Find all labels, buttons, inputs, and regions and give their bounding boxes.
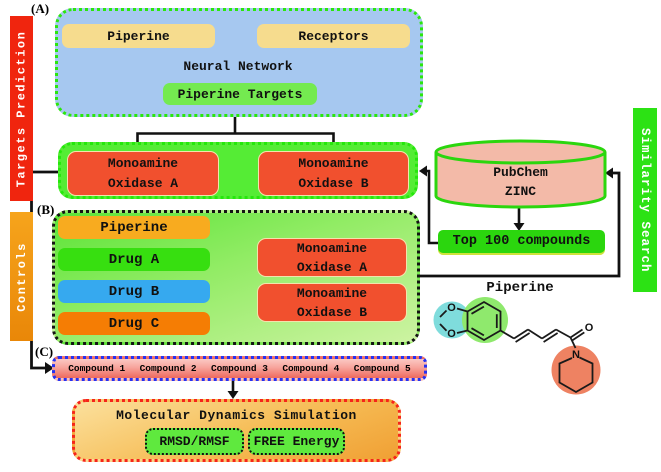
top100-to-maob-connector <box>419 165 438 245</box>
mao-b-node: Monoamine Oxidase B <box>258 151 409 196</box>
targets-prediction-label: Targets Prediction <box>14 30 29 187</box>
sidebar-targets-prediction: Targets Prediction <box>10 16 33 201</box>
zinc-label: ZINC <box>504 184 537 199</box>
receptors-node-label: Receptors <box>298 28 369 44</box>
oxygen-atom-label: O <box>447 328 456 340</box>
piperine-node: Piperine <box>62 24 215 48</box>
piperine-structure-title: Piperine <box>486 280 554 296</box>
b-piperine-node: Piperine <box>58 216 210 239</box>
compound-item: Compound 3 <box>210 363 268 374</box>
oxygen-atom-label: O <box>447 302 456 314</box>
arrow-down-icon <box>227 391 239 399</box>
md-simulation-panel <box>72 399 401 462</box>
arrow-down-icon <box>513 223 525 231</box>
b-drug-b-node: Drug B <box>58 280 210 303</box>
pubchem-label: PubChem <box>493 165 548 180</box>
free-energy-node: FREE Energy <box>248 428 345 455</box>
b-mao-b-node: Monoamine Oxidase B <box>257 283 407 322</box>
section-c-label: (C) <box>35 344 54 359</box>
compound-item: Compound 5 <box>353 363 411 374</box>
nitrogen-atom-label: N <box>572 349 580 361</box>
controls-label: Controls <box>14 241 29 312</box>
rmsd-node: RMSD/RMSF <box>145 428 244 455</box>
b-drug-a-node: Drug A <box>58 248 210 271</box>
neural-network-label: Neural Network <box>183 58 293 74</box>
piperine-targets-label: Piperine Targets <box>177 86 303 102</box>
dioxole-highlight <box>433 301 471 339</box>
sidebar-similarity-search: Similarity Search <box>633 108 657 292</box>
compound-item: Compound 2 <box>139 363 197 374</box>
arrow-right-icon <box>45 362 54 374</box>
piperine-targets-node: Piperine Targets <box>163 83 317 105</box>
sidebar-controls: Controls <box>10 212 33 341</box>
compounds-to-md-connector <box>227 381 239 399</box>
piperidine-highlight <box>551 345 601 395</box>
database-to-top100-connector <box>513 207 525 231</box>
compound-item: Compound 1 <box>68 363 126 374</box>
similarity-search-label: Similarity Search <box>638 127 652 273</box>
section-b-label: (B) <box>37 202 55 217</box>
arrow-left-icon <box>419 165 427 177</box>
database-cylinder-icon <box>434 139 607 209</box>
database-label: PubChem ZINC <box>436 163 605 201</box>
b-drug-c-node: Drug C <box>58 312 210 335</box>
arrow-left-icon <box>605 167 613 179</box>
receptors-node: Receptors <box>257 24 410 48</box>
compound-item: Compound 4 <box>282 363 340 374</box>
section-c-bar: Compound 1 Compound 2 Compound 3 Compoun… <box>52 356 427 381</box>
oxygen-atom-label: O <box>585 322 594 334</box>
b-mao-a-node: Monoamine Oxidase A <box>257 238 407 277</box>
mao-a-node: Monoamine Oxidase A <box>67 151 219 196</box>
piperine-node-label: Piperine <box>107 28 170 44</box>
molecule-structure: O O O N <box>433 297 601 395</box>
section-a-label: (A) <box>31 1 50 16</box>
top100-node: Top 100 compounds <box>438 230 605 253</box>
controls-to-database-connector <box>419 167 621 278</box>
md-simulation-title: Molecular Dynamics Simulation <box>116 408 357 423</box>
